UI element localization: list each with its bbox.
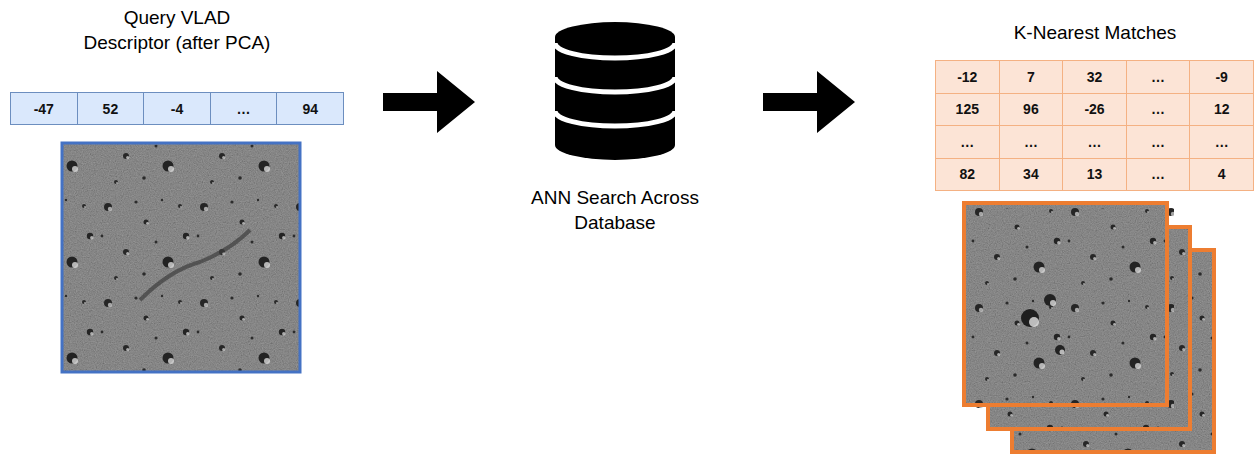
match-cell: … [936, 126, 1000, 159]
match-cell: 12 [1190, 94, 1254, 127]
database-search: ANN Search Across Database [520, 22, 710, 235]
heading-text: Query VLAD Descriptor (after PCA) [67, 5, 287, 55]
match-cell: 82 [936, 159, 1000, 192]
match-cell: … [1127, 126, 1191, 159]
descriptor-cell: … [211, 93, 278, 125]
descriptor-cell: 94 [277, 93, 344, 125]
match-cell: 34 [1000, 159, 1064, 192]
match-cell: … [1063, 126, 1127, 159]
match-cell: 125 [936, 94, 1000, 127]
match-cell: 96 [1000, 94, 1064, 127]
match-cell: … [1127, 61, 1191, 94]
descriptor-cell: -4 [144, 93, 211, 125]
match-cell: 32 [1063, 61, 1127, 94]
match-cell: … [1127, 94, 1191, 127]
query-image [62, 143, 300, 372]
match-cell: 7 [1000, 61, 1064, 94]
query-descriptor: Query VLAD Descriptor (after PCA) -4752-4… [10, 0, 344, 125]
descriptor-cell: -47 [11, 93, 78, 125]
match-cell: 13 [1063, 159, 1127, 192]
value-grid: -4752-4…94 [10, 92, 344, 125]
flow-arrow [383, 71, 475, 133]
database-icon [555, 22, 675, 162]
match-cell: … [1190, 126, 1254, 159]
descriptor-cell: 52 [78, 93, 145, 125]
flow-arrow [763, 71, 855, 133]
match-cell: -12 [936, 61, 1000, 94]
match-cell: … [1000, 126, 1064, 159]
heading-text: ANN Search Across Database [522, 185, 708, 235]
value-grid: -12732…-912596-26…12……………823413…4 [935, 60, 1254, 191]
match-cell: … [1127, 159, 1191, 192]
match-image-front [964, 203, 1174, 410]
match-cell: -9 [1190, 61, 1254, 94]
match-cell: 4 [1190, 159, 1254, 192]
heading-text: K-Nearest Matches [975, 20, 1215, 45]
match-cell: -26 [1063, 94, 1127, 127]
nearest-matches: K-Nearest Matches-12732…-912596-26…12………… [935, 20, 1255, 191]
